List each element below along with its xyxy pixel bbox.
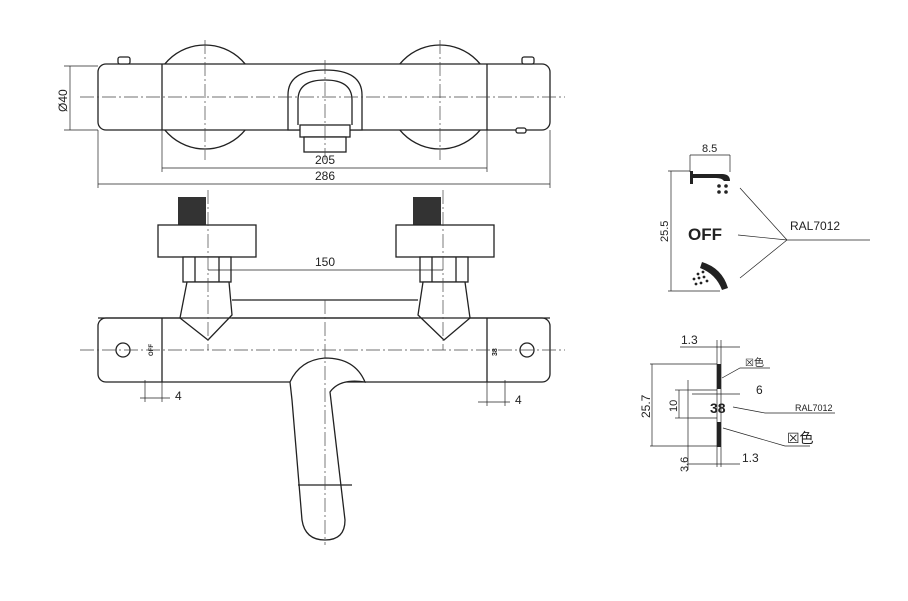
tub-drops-icon	[717, 184, 728, 194]
dim-10: 10	[668, 400, 680, 412]
dim-8-5: 8.5	[702, 143, 717, 155]
dim-25-7: 25.7	[639, 394, 653, 418]
ral-label-2: RAL7012	[795, 403, 833, 413]
diameter-label: Ø40	[56, 89, 70, 112]
color-top-label: ☒色	[745, 356, 764, 369]
shower-icon	[700, 262, 728, 290]
ral-label: RAL7012	[790, 219, 840, 233]
dim-205: 205	[315, 153, 335, 167]
left-connector	[157, 197, 257, 341]
color-bottom-label: ☒色	[787, 430, 814, 446]
dim-286: 286	[315, 169, 335, 183]
dim-6: 6	[756, 383, 763, 397]
handle-temp-label: 38	[492, 348, 499, 356]
dim-1-3-top: 1.3	[681, 333, 698, 347]
dim-right-4: 4	[515, 393, 522, 407]
right-connector	[395, 197, 495, 341]
dim-1-3-bottom: 1.3	[742, 451, 759, 465]
dim-left-4: 4	[175, 389, 182, 403]
temp-38-label: 38	[710, 400, 726, 416]
scale-detail: 1.3 ☒色 25.7 10 6 38 RAL7012 ☒色 3.6 1.3	[639, 333, 835, 472]
off-symbol: OFF	[688, 225, 722, 244]
symbol-detail: 8.5 25.5 OFF RAL7012	[659, 143, 870, 292]
dim-25-5: 25.5	[659, 221, 671, 242]
dim-150: 150	[315, 255, 335, 269]
top-view: Ø40 205 286	[56, 40, 565, 188]
spout-icon	[690, 171, 730, 184]
front-view: OFF 38 150 4 4	[80, 190, 565, 545]
dim-3-6: 3.6	[679, 457, 691, 472]
